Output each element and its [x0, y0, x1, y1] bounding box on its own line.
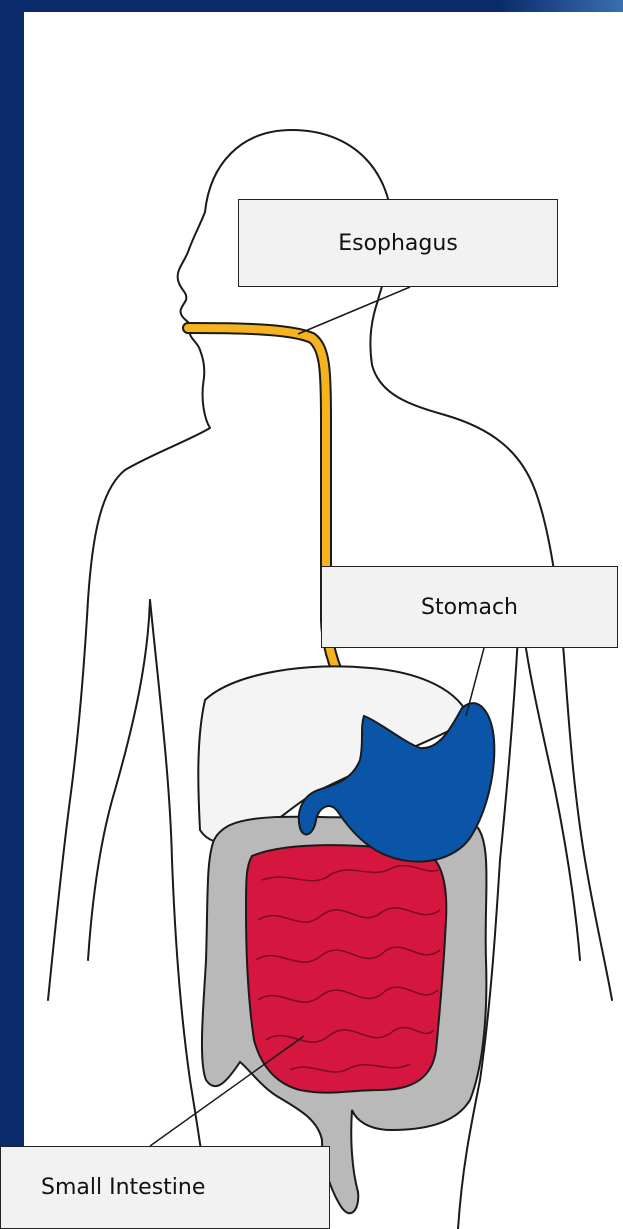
stomach-label: Stomach — [321, 566, 618, 648]
small-intestine-label: Small Intestine — [0, 1146, 330, 1229]
esophagus-label: Esophagus — [238, 199, 558, 287]
esophagus-leader-line — [298, 287, 410, 334]
